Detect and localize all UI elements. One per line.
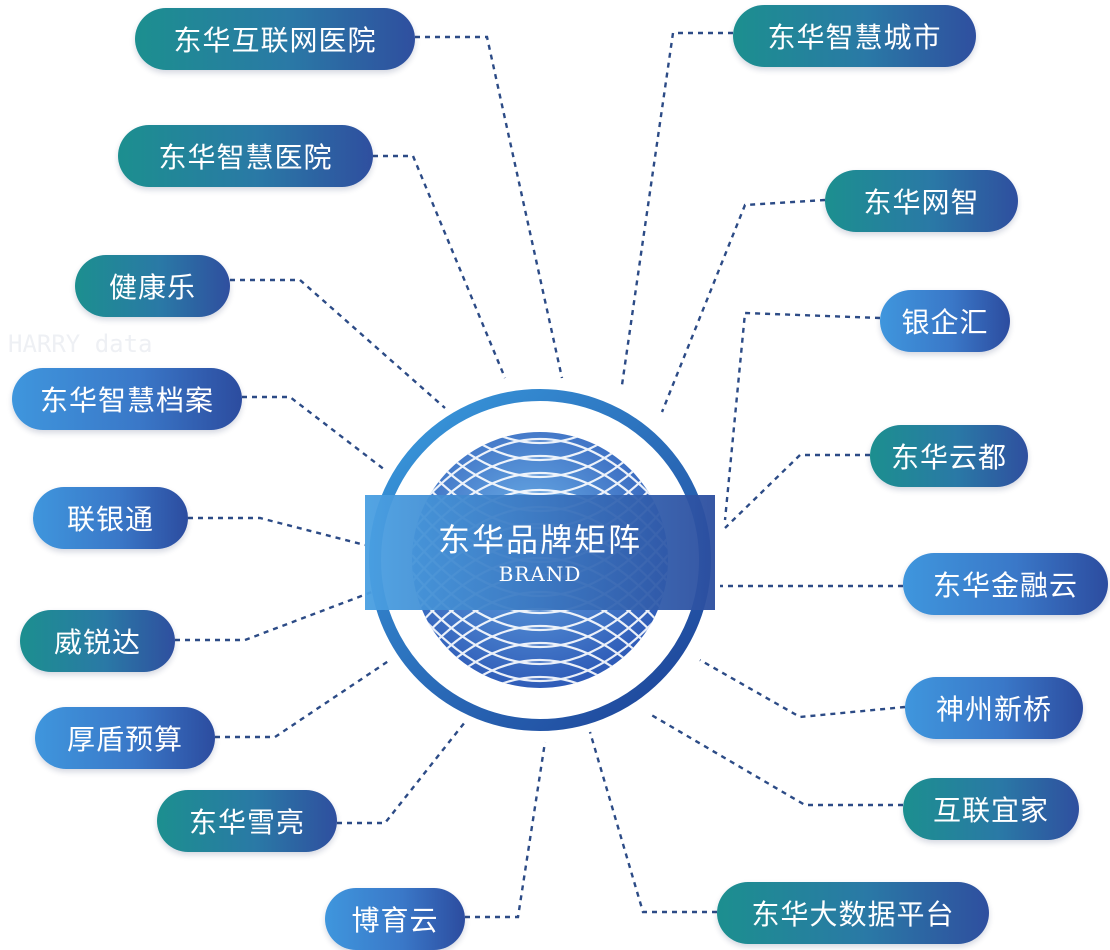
brand-pill-weiruida[interactable]: 威锐达 [20, 610, 175, 672]
brand-pill-hulianwang-yiyuan[interactable]: 东华互联网医院 [135, 8, 415, 70]
brand-label: 东华智慧城市 [767, 21, 942, 54]
brand-label: 东华金融云 [932, 569, 1078, 602]
brand-pill-wangzhi[interactable]: 东华网智 [825, 170, 1018, 232]
brand-pill-zhihui-yiyuan[interactable]: 东华智慧医院 [118, 125, 373, 187]
brand-label: 健康乐 [108, 271, 196, 304]
brand-pill-zhihui-dangan[interactable]: 东华智慧档案 [12, 368, 242, 430]
brand-pill-zhihui-chengshi[interactable]: 东华智慧城市 [733, 5, 976, 67]
connector-line-15 [699, 658, 906, 719]
brand-label: 东华大数据平台 [751, 898, 955, 931]
connector-line-11 [660, 198, 826, 413]
brand-label: 东华云都 [890, 441, 1007, 474]
brand-pill-jiankangle[interactable]: 健康乐 [75, 255, 230, 317]
brand-label: 厚盾预算 [66, 723, 183, 756]
connector-line-9 [465, 741, 547, 919]
globe-line [412, 659, 668, 688]
globe-line [412, 432, 668, 444]
connector-line-1 [415, 35, 564, 379]
brand-label: 联银通 [66, 503, 154, 536]
brand-label: 东华网智 [863, 186, 980, 219]
brand-pill-yundu[interactable]: 东华云都 [870, 425, 1028, 487]
connector-line-10 [620, 31, 733, 386]
brand-pill-houdun-yusuan[interactable]: 厚盾预算 [35, 707, 215, 769]
brand-pill-jinrongyun[interactable]: 东华金融云 [903, 553, 1108, 615]
brand-label: 银企汇 [901, 306, 989, 339]
brand-pill-shenzhou-xinqiao[interactable]: 神州新桥 [905, 677, 1083, 739]
connector-line-4 [242, 395, 386, 471]
brand-label: 东华智慧医院 [158, 141, 333, 174]
connector-line-16 [647, 711, 903, 807]
brand-label: 东华雪亮 [188, 806, 305, 839]
globe-line [412, 676, 668, 688]
brand-label: 东华智慧档案 [39, 384, 214, 417]
brand-pill-xueliang[interactable]: 东华雪亮 [157, 790, 337, 852]
connector-line-17 [588, 731, 717, 914]
title-band [365, 495, 715, 610]
brand-label: 神州新桥 [935, 693, 1052, 726]
brand-label: 博育云 [351, 904, 439, 937]
globe-line [412, 438, 668, 515]
brand-pill-hulian-yijia[interactable]: 互联宜家 [903, 778, 1079, 840]
connector-line-8 [337, 721, 466, 825]
brand-label: 威锐达 [53, 626, 141, 659]
brand-label: 互联宜家 [932, 794, 1049, 827]
globe-line [412, 605, 668, 682]
connectors [175, 31, 906, 919]
globe-line [412, 588, 668, 665]
brand-label: 东华互联网医院 [173, 24, 377, 57]
brand-pill-dashuju-pingtai[interactable]: 东华大数据平台 [717, 882, 989, 944]
brand-pill-boyuyun[interactable]: 博育云 [325, 888, 465, 950]
center-subtitle: BRAND [498, 562, 582, 586]
center-title: 东华品牌矩阵 [437, 521, 642, 559]
connector-line-12 [723, 311, 881, 521]
connector-line-6 [175, 590, 373, 642]
brand-pill-yinqihui[interactable]: 银企汇 [880, 290, 1010, 352]
connector-line-3 [230, 278, 446, 409]
connector-line-2 [373, 154, 507, 379]
globe-line [412, 432, 668, 461]
connector-line-5 [188, 516, 366, 547]
brand-pill-lianyintong[interactable]: 联银通 [33, 487, 188, 549]
connector-line-13 [724, 453, 870, 529]
connector-line-7 [215, 659, 391, 739]
